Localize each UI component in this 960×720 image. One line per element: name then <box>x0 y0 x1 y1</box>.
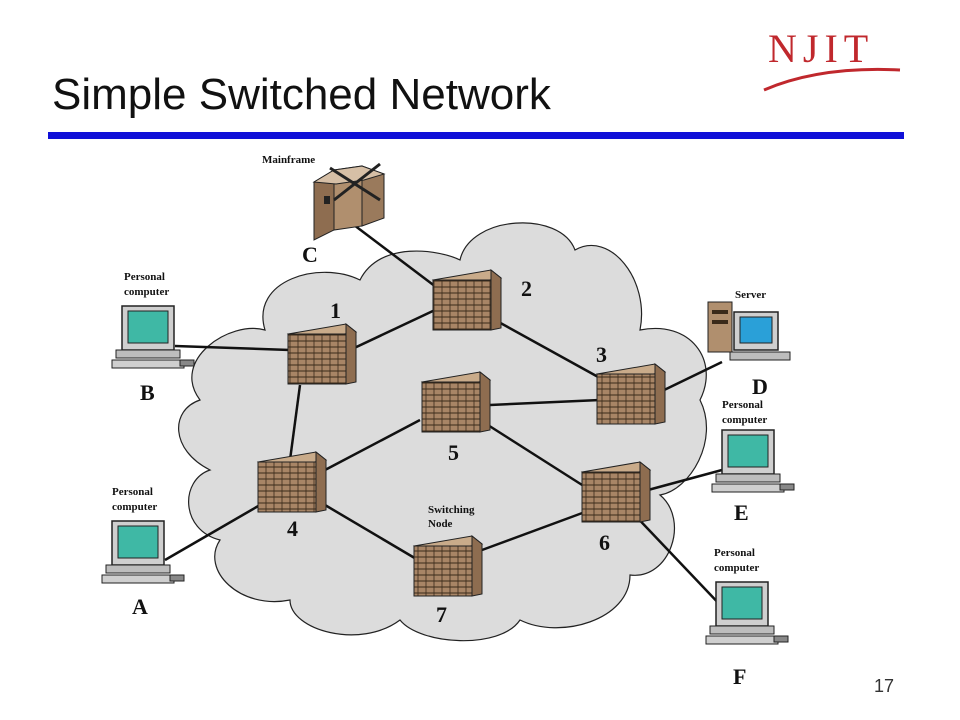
link-1-4 <box>288 384 302 461</box>
njit-logo: NJIT <box>763 26 901 92</box>
link-1-2 <box>349 308 436 352</box>
link-3-D <box>659 360 723 394</box>
node-label-7: 7 <box>436 602 447 627</box>
station-D-letter: D <box>752 374 768 399</box>
node-label-3: 3 <box>596 342 607 367</box>
switching-node-caption-line1: Switching <box>428 504 475 516</box>
page-number: 17 <box>874 676 895 696</box>
switching-node-4 <box>256 450 328 513</box>
station-B-letter: B <box>140 380 155 405</box>
link-C-2 <box>349 221 441 291</box>
server-icon <box>707 301 791 361</box>
station-F-letter: F <box>733 664 746 689</box>
links <box>164 221 726 611</box>
link-4-5 <box>324 418 421 472</box>
personal-computer-icon <box>711 429 795 493</box>
station-A-caption-line2: computer <box>112 501 157 513</box>
station-C-caption: Mainframe <box>262 154 315 166</box>
link-7-6 <box>481 510 586 552</box>
logo-text: NJIT <box>768 26 874 71</box>
switching-node-2 <box>431 268 503 331</box>
link-2-3 <box>494 318 601 380</box>
station-A-caption-line1: Personal <box>112 486 153 498</box>
mainframe-icon <box>312 162 386 241</box>
station-D-caption: Server <box>735 289 766 301</box>
station-E-caption-line1: Personal <box>722 399 763 411</box>
node-label-4: 4 <box>287 516 298 541</box>
node-label-5: 5 <box>448 440 459 465</box>
link-A-4 <box>164 503 261 562</box>
station-B-caption-line2: computer <box>124 286 169 298</box>
station-E-letter: E <box>734 500 749 525</box>
node-label-6: 6 <box>599 530 610 555</box>
link-6-F <box>629 509 726 611</box>
personal-computer-icon <box>101 520 185 584</box>
station-F-caption-line2: computer <box>714 562 759 574</box>
station-C-letter: C <box>302 242 318 267</box>
switching-node-3 <box>595 362 667 425</box>
link-6-E <box>647 468 723 492</box>
slide-title: Simple Switched Network <box>52 70 551 119</box>
station-E-caption-line2: computer <box>722 414 767 426</box>
switching-node-1 <box>286 322 358 385</box>
switching-node-7 <box>412 534 484 597</box>
link-5-6 <box>479 418 591 492</box>
station-F-caption-line1: Personal <box>714 547 755 559</box>
personal-computer-icon <box>111 305 195 369</box>
station-A-letter: A <box>132 594 148 619</box>
switching-node-5 <box>420 370 492 433</box>
title-divider <box>48 132 904 139</box>
switching-node-6 <box>580 460 652 523</box>
link-B-1 <box>174 344 291 352</box>
link-4-7 <box>324 503 419 562</box>
link-5-3 <box>489 398 601 407</box>
station-B-caption-line1: Personal <box>124 271 165 283</box>
node-label-2: 2 <box>521 276 532 301</box>
personal-computer-icon <box>705 581 789 645</box>
node-label-1: 1 <box>330 298 341 323</box>
switching-node-caption-line2: Node <box>428 518 453 530</box>
